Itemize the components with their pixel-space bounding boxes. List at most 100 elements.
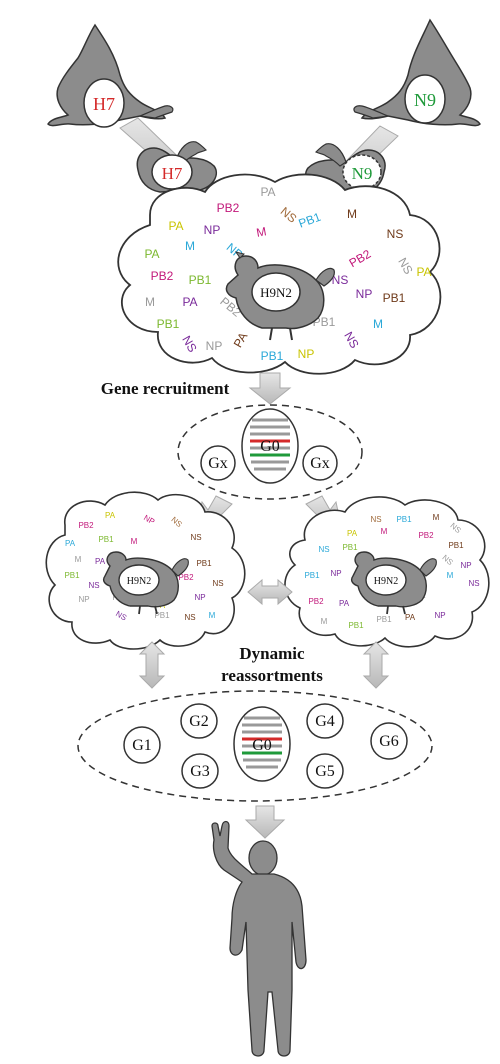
gene-segment-label: NS	[387, 227, 404, 241]
gene-segment-label: PA	[65, 539, 76, 548]
gx-right-label: Gx	[310, 455, 330, 472]
g5-circle	[306, 753, 344, 789]
gene-segment-label: NS	[88, 581, 99, 590]
chicken-main-h9n2-label: H9N2	[260, 285, 292, 300]
g0-top-genome	[241, 408, 299, 484]
gene-segment-label: PA	[105, 511, 116, 520]
gene-segment-label: NS	[212, 579, 223, 588]
dynamic-label: Dynamic	[239, 644, 305, 663]
gene-segment-label: NP	[204, 223, 221, 237]
duck-right-n9-label: N9	[352, 164, 373, 183]
g1-label: G1	[132, 737, 152, 754]
gene-segment-label: PA	[339, 599, 350, 608]
gene-segment-label: PA	[260, 185, 275, 199]
gene-segment-label: PB2	[308, 597, 324, 606]
gene-segment-label: NS	[332, 273, 349, 287]
gene-segment-label: PA	[168, 219, 183, 233]
g0-bottom-genome	[233, 706, 291, 782]
gene-segment-label: PB2	[418, 531, 434, 540]
gene-segment-label: NP	[78, 595, 89, 604]
duck-left-h7-label: H7	[162, 164, 183, 183]
gene-segment-label: PB2	[217, 201, 240, 215]
gene-segment-label: M	[381, 527, 388, 536]
gene-segment-label: NP	[298, 347, 315, 361]
g3-circle	[181, 753, 219, 789]
duck-right-n9-circle	[342, 154, 382, 190]
gx-left-circle	[200, 445, 236, 481]
gene-segment-label: NP	[460, 561, 471, 570]
gene-segment-label: PB1	[304, 571, 320, 580]
gene-segment-label: M	[447, 571, 454, 580]
n9-label: N9	[414, 90, 436, 110]
genotypes-pool	[77, 690, 433, 802]
g5-label: G5	[315, 763, 335, 780]
chicken-left-h9n2-circle	[118, 564, 160, 596]
gene-segment-label: NP	[194, 593, 205, 602]
gene-segment-label: PB2	[151, 269, 174, 283]
reassortments-label: reassortments	[221, 666, 323, 685]
g4-label: G4	[315, 713, 335, 730]
human-figure-icon	[211, 820, 307, 1057]
gene-segment-label: M	[321, 617, 328, 626]
gene-segment-label: PA	[347, 529, 358, 538]
gene-recruitment-pool	[177, 404, 363, 500]
gene-segment-label: PB1	[448, 541, 464, 550]
gene-segment-label: NP	[206, 339, 223, 353]
arrow-down-to-human	[244, 805, 286, 839]
gene-segment-label: NS	[318, 545, 329, 554]
gene-segment-label: NS	[370, 515, 381, 524]
gene-segment-label: PA	[405, 613, 416, 622]
goose-right-icon	[353, 18, 481, 127]
gene-segment-label: PB1	[189, 273, 212, 287]
gene-segment-label: PB1	[342, 543, 358, 552]
gene-segment-label: M	[185, 239, 195, 253]
g6-label: G6	[379, 733, 399, 750]
gene-segment-label: NP	[330, 569, 341, 578]
gene-segment-label: PA	[416, 265, 431, 279]
gene-segment-label: PA	[182, 295, 197, 309]
h7-label: H7	[93, 94, 115, 114]
gx-left-label: Gx	[208, 455, 228, 472]
g1-circle	[123, 726, 161, 764]
g6-circle	[370, 722, 408, 760]
chicken-right-h9n2-label: H9N2	[374, 576, 398, 587]
chicken-left-h9n2-label: H9N2	[127, 576, 151, 587]
gene-segment-label: PB1	[98, 535, 114, 544]
gene-segment-label: PB1	[64, 571, 80, 580]
gene-segment-label: PB2	[178, 573, 194, 582]
arrow-between-clouds	[247, 578, 293, 606]
gene-segment-label: PB1	[157, 317, 180, 331]
gene-segment-label: NS	[184, 613, 195, 622]
gene-segment-label: PB2	[78, 521, 94, 530]
h7-marker-circle	[83, 78, 125, 128]
gene-segment-label: PB1	[348, 621, 364, 630]
gene-segment-label: PB1	[261, 349, 284, 363]
chicken-main-h9n2-circle	[251, 272, 301, 312]
g0-top-label: G0	[260, 438, 280, 455]
gene-segment-label: NS	[190, 533, 201, 542]
gene-segment-label: M	[75, 555, 82, 564]
g0-bottom-label: G0	[252, 737, 272, 754]
gene-segment-label: PA	[144, 247, 159, 261]
goose-left-icon	[47, 23, 174, 127]
arrow-down-gene-recruitment	[248, 372, 292, 405]
gene-segment-label: M	[433, 513, 440, 522]
g4-circle	[306, 703, 344, 739]
gx-right-circle	[302, 445, 338, 481]
gene-segment-label: M	[373, 317, 383, 331]
n9-marker-circle	[404, 74, 446, 124]
gene-segment-label: M	[347, 207, 357, 221]
gene-segment-label: M	[145, 295, 155, 309]
gene-segment-label: M	[255, 224, 267, 240]
gene-segment-label: PB1	[376, 615, 392, 624]
gene-segment-label: NP	[434, 611, 445, 620]
gene-recruitment-label: Gene recruitment	[101, 379, 230, 398]
right-gene-segments: NSPB1MNSPAMPB2PB1NSPB1NSNPPB1NPMNSPB2PAN…	[304, 513, 479, 630]
chicken-right-h9n2-circle	[365, 564, 407, 596]
gene-segment-label: PA	[95, 557, 106, 566]
gene-segment-label: NP	[356, 287, 373, 301]
arrow-right-cloud-to-genotypes	[362, 641, 390, 689]
gene-segment-label: PB1	[383, 291, 406, 305]
